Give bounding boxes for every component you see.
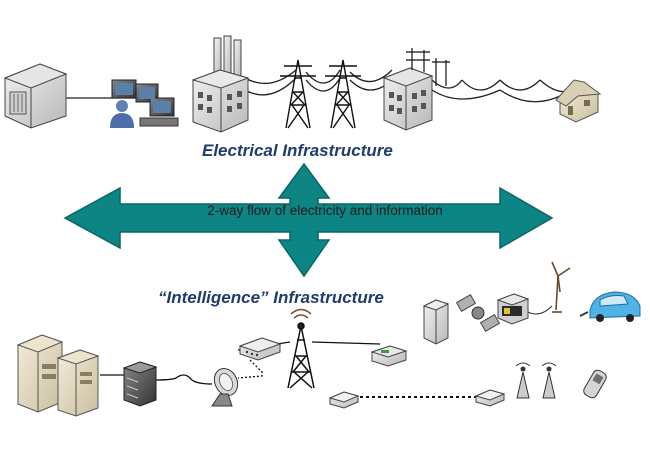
radio-tower-icon [287, 308, 315, 389]
server-icon [16, 334, 64, 413]
modem-icon [474, 389, 506, 407]
router-icon [370, 345, 408, 367]
satellite-dish-icon [211, 367, 239, 407]
intelligence-infrastructure-title: “Intelligence” Infrastructure [158, 288, 384, 307]
inverter-cabinet-icon [422, 299, 450, 345]
power-lines [66, 69, 576, 103]
two-way-flow-arrow [63, 162, 554, 278]
wireless-antenna-icon [541, 362, 557, 399]
transmission-tower-icon [325, 59, 361, 129]
substation-icon [382, 48, 450, 131]
server-icon [56, 349, 100, 417]
battery-storage-icon [496, 293, 553, 325]
network-rack-icon [122, 361, 158, 407]
flow-arrow-label: 2-way flow of electricity and informatio… [207, 203, 443, 218]
modem-icon [328, 391, 360, 409]
wireless-antenna-icon [515, 362, 531, 399]
electric-car-icon [579, 291, 641, 322]
wind-turbine-icon [551, 261, 571, 313]
house-icon [555, 79, 602, 123]
satellite-icon [455, 293, 501, 333]
operator-workstation-icon [110, 79, 179, 128]
handheld-device-icon [583, 369, 607, 399]
electrical-infrastructure-title: Electrical Infrastructure [202, 141, 393, 160]
power-plant-icon [191, 35, 250, 133]
transmission-tower-icon [280, 59, 316, 129]
control-center-building-icon [3, 63, 68, 129]
network-switch-icon [238, 337, 282, 361]
